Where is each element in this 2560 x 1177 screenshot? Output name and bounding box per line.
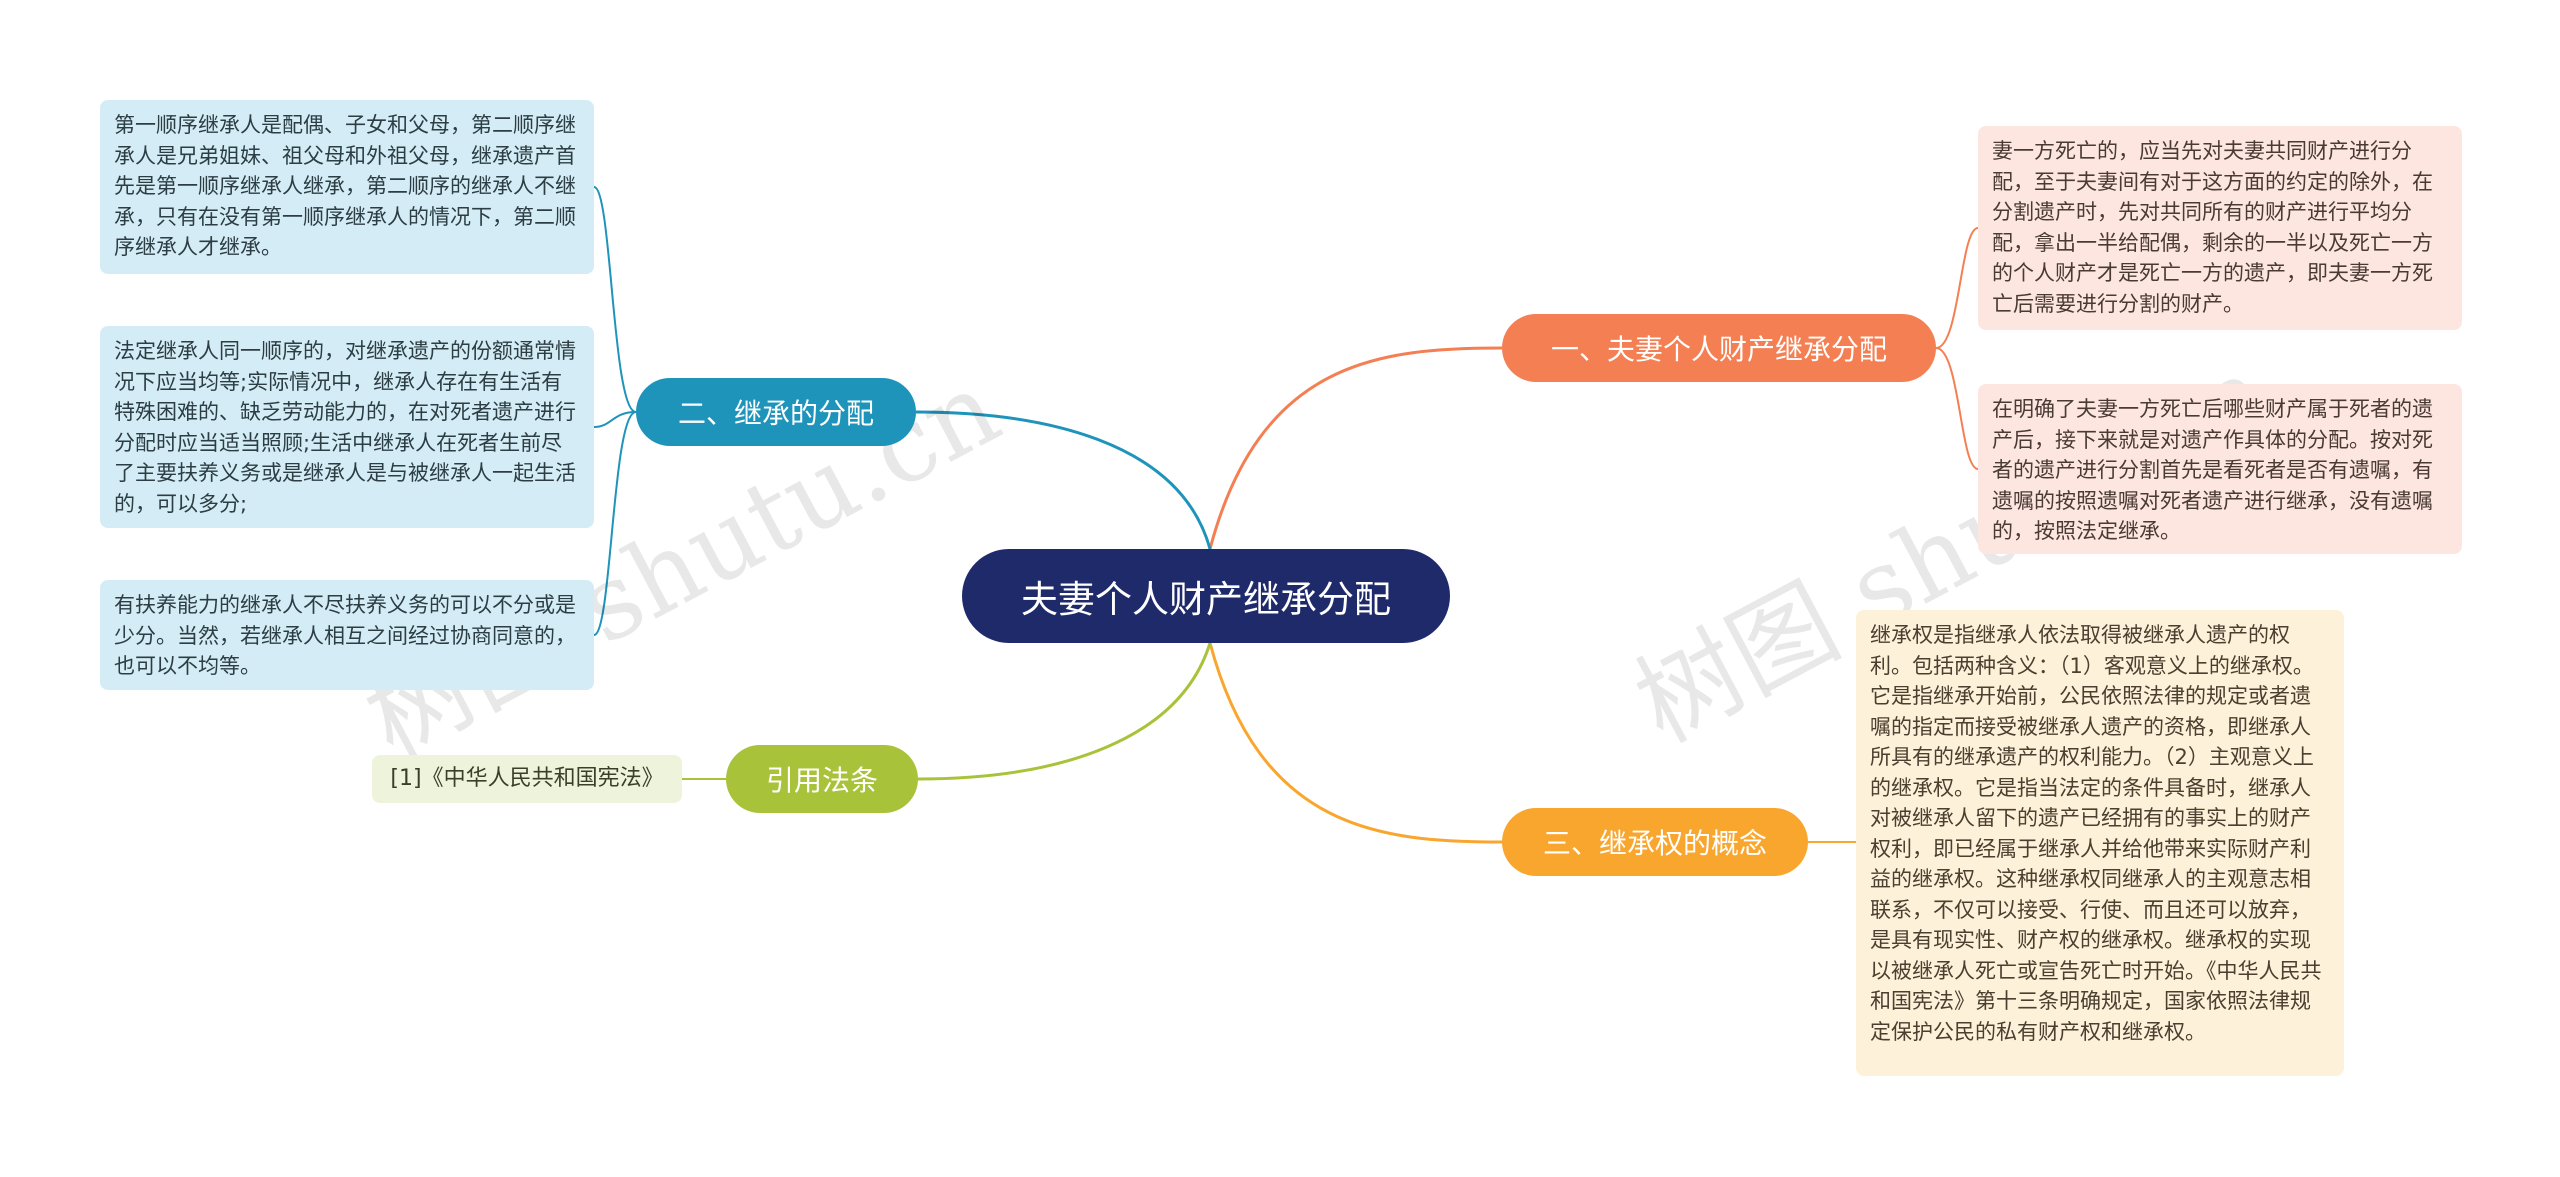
center-topic[interactable]: 夫妻个人财产继承分配 bbox=[962, 549, 1450, 643]
leaf-b2-1[interactable]: 第一顺序继承人是配偶、子女和父母，第二顺序继承人是兄弟姐妹、祖父母和外祖父母，继… bbox=[100, 100, 594, 274]
edge-b2-leaf3 bbox=[593, 411, 637, 636]
branch-b3[interactable]: 三、继承权的概念 bbox=[1502, 808, 1808, 876]
leaf-b1-1[interactable]: 妻一方死亡的，应当先对夫妻共同财产进行分配，至于夫妻间有对于这方面的约定的除外，… bbox=[1978, 126, 2462, 330]
edge-center-b3 bbox=[1208, 642, 1503, 844]
leaf-b2-2[interactable]: 法定继承人同一顺序的，对继承遗产的份额通常情况下应当均等;实际情况中，继承人存在… bbox=[100, 326, 594, 528]
edge-center-b4 bbox=[917, 642, 1212, 781]
edge-b1-leaf1 bbox=[1935, 227, 1979, 349]
edge-b1-leaf2 bbox=[1935, 347, 1979, 470]
edge-b2-leaf1 bbox=[593, 186, 637, 413]
branch-b1[interactable]: 一、夫妻个人财产继承分配 bbox=[1502, 314, 1936, 382]
leaf-b2-3[interactable]: 有扶养能力的继承人不尽扶养义务的可以不分或是少分。当然，若继承人相互之间经过协商… bbox=[100, 580, 594, 690]
edge-b2-leaf2 bbox=[593, 411, 637, 428]
leaf-b1-2[interactable]: 在明确了夫妻一方死亡后哪些财产属于死者的遗产后，接下来就是对遗产作具体的分配。按… bbox=[1978, 384, 2462, 554]
branch-b4[interactable]: 引用法条 bbox=[726, 745, 918, 813]
leaf-b4-1[interactable]: [1]《中华人民共和国宪法》 bbox=[372, 755, 682, 803]
edge-center-b1 bbox=[1208, 346, 1503, 550]
edge-center-b2 bbox=[915, 410, 1212, 550]
branch-b2[interactable]: 二、继承的分配 bbox=[636, 378, 916, 446]
leaf-b3-1[interactable]: 继承权是指继承人依法取得被继承人遗产的权利。包括两种含义：（1）客观意义上的继承… bbox=[1856, 610, 2344, 1076]
